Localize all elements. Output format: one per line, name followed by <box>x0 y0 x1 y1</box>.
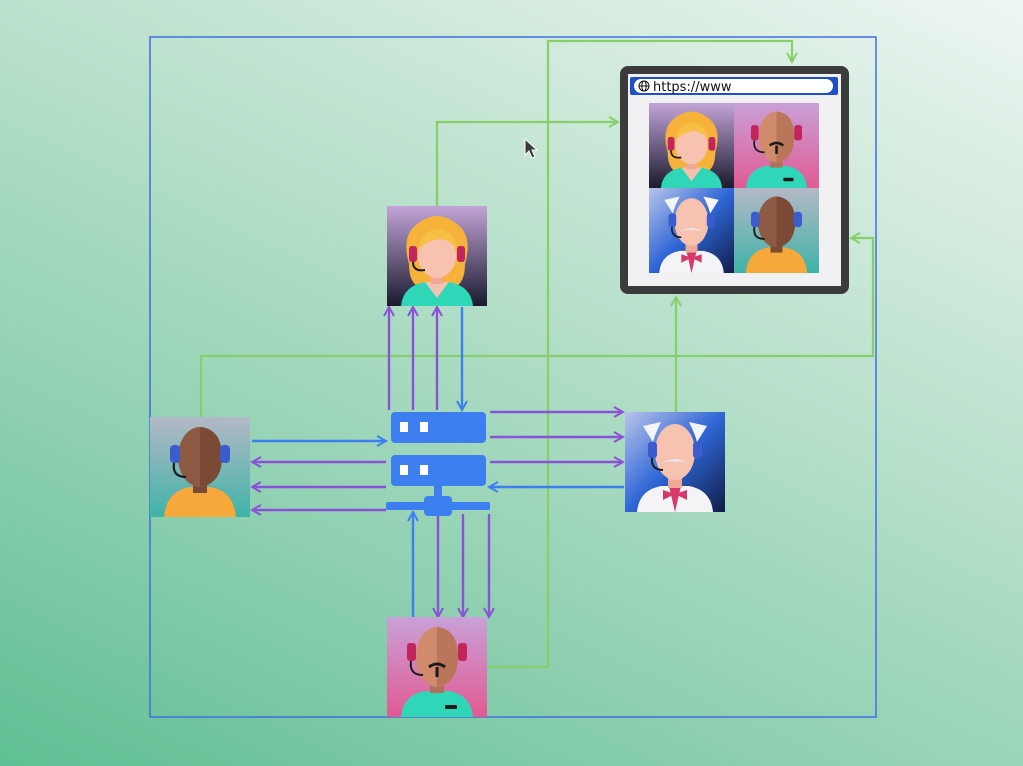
link-top-to-browser <box>435 122 618 206</box>
diagram-frame <box>149 36 877 718</box>
avatar-top-woman[interactable] <box>387 206 487 306</box>
server-links <box>252 307 624 617</box>
globe-icon <box>638 80 650 92</box>
browser-url: https://www <box>653 80 732 95</box>
link-left-to-browser <box>199 238 875 417</box>
tile-dark-man <box>734 188 819 273</box>
tile-old-man <box>649 188 734 273</box>
avatar-left-dark-man[interactable] <box>150 417 250 517</box>
server-icon <box>386 412 490 516</box>
tile-woman <box>649 103 734 188</box>
mouse-pointer-icon <box>524 138 539 159</box>
avatar-right-old-man[interactable] <box>625 412 725 512</box>
address-field[interactable] <box>634 79 833 93</box>
link-bottom-to-browser <box>487 39 792 669</box>
green-connectors <box>199 39 875 669</box>
browser-window: https://www <box>620 66 849 294</box>
avatar-bottom-bald-man[interactable] <box>387 617 487 717</box>
video-grid <box>649 103 819 273</box>
tile-bald-man <box>734 103 819 188</box>
